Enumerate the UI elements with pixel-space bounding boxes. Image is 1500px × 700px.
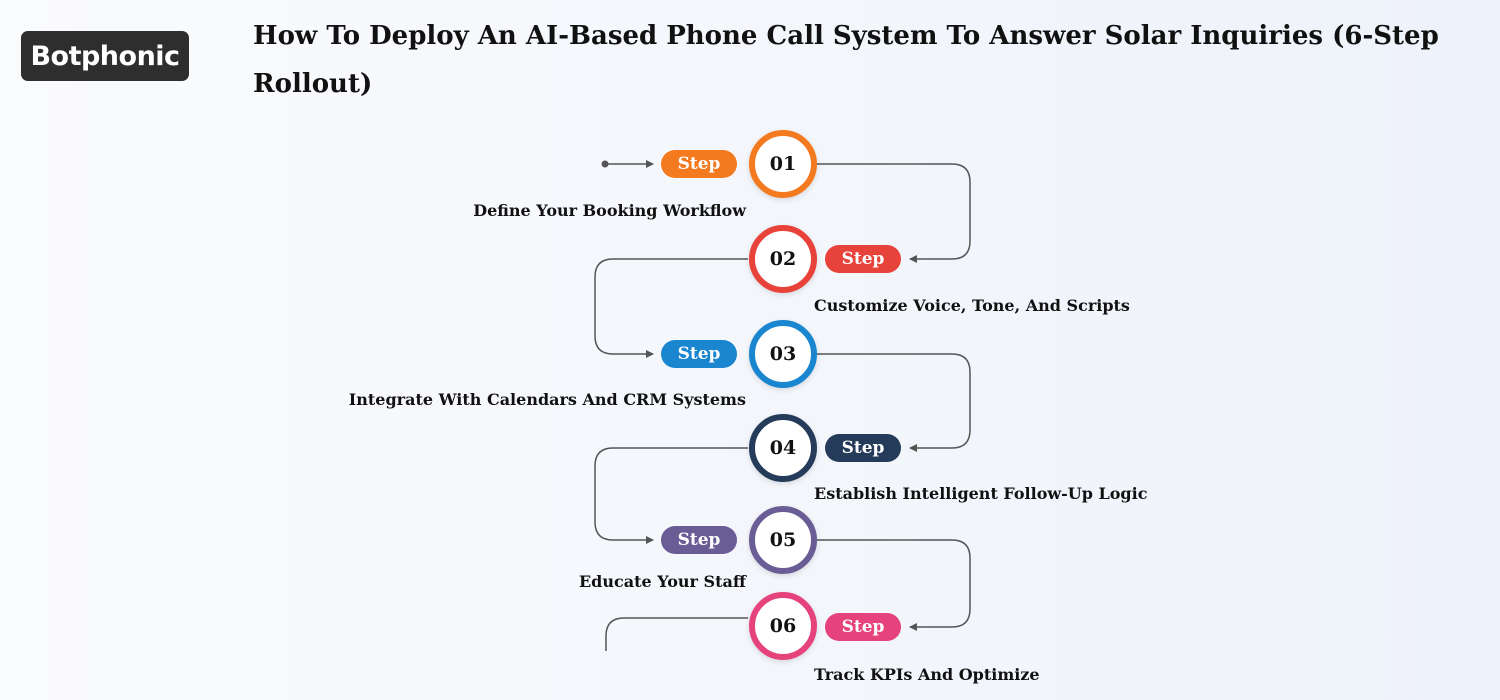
step-01-label: Define Your Booking Workflow <box>473 201 746 220</box>
step-02-circle: 02 <box>749 225 817 293</box>
step-06-circle: 06 <box>749 592 817 660</box>
connector-04-05 <box>594 447 748 544</box>
step-01-circle: 01 <box>749 130 817 198</box>
step-05-pill: Step <box>661 526 737 554</box>
connector-06-end <box>605 617 748 651</box>
step-04-pill: Step <box>825 434 901 462</box>
step-04-circle: 04 <box>749 414 817 482</box>
botphonic-logo: Botphonic <box>21 31 189 81</box>
step-03-pill: Step <box>661 340 737 368</box>
connector-01-02 <box>817 163 971 263</box>
step-05-circle: 05 <box>749 506 817 574</box>
step-01-pill: Step <box>661 150 737 178</box>
step-06-label: Track KPIs And Optimize <box>814 665 1040 684</box>
connector-02-03 <box>594 258 748 358</box>
step-04-label: Establish Intelligent Follow-Up Logic <box>814 484 1148 503</box>
step-03-label: Integrate With Calendars And CRM Systems <box>348 390 746 409</box>
step-03-circle: 03 <box>749 320 817 388</box>
step-06-pill: Step <box>825 613 901 641</box>
connector-03-04 <box>817 353 971 452</box>
step-05-label: Educate Your Staff <box>578 572 746 591</box>
page-title: How To Deploy An AI-Based Phone Call Sys… <box>253 21 1439 99</box>
connector-05-06 <box>817 539 971 631</box>
step-02-label: Customize Voice, Tone, And Scripts <box>814 296 1130 315</box>
step-02-pill: Step <box>825 245 901 273</box>
